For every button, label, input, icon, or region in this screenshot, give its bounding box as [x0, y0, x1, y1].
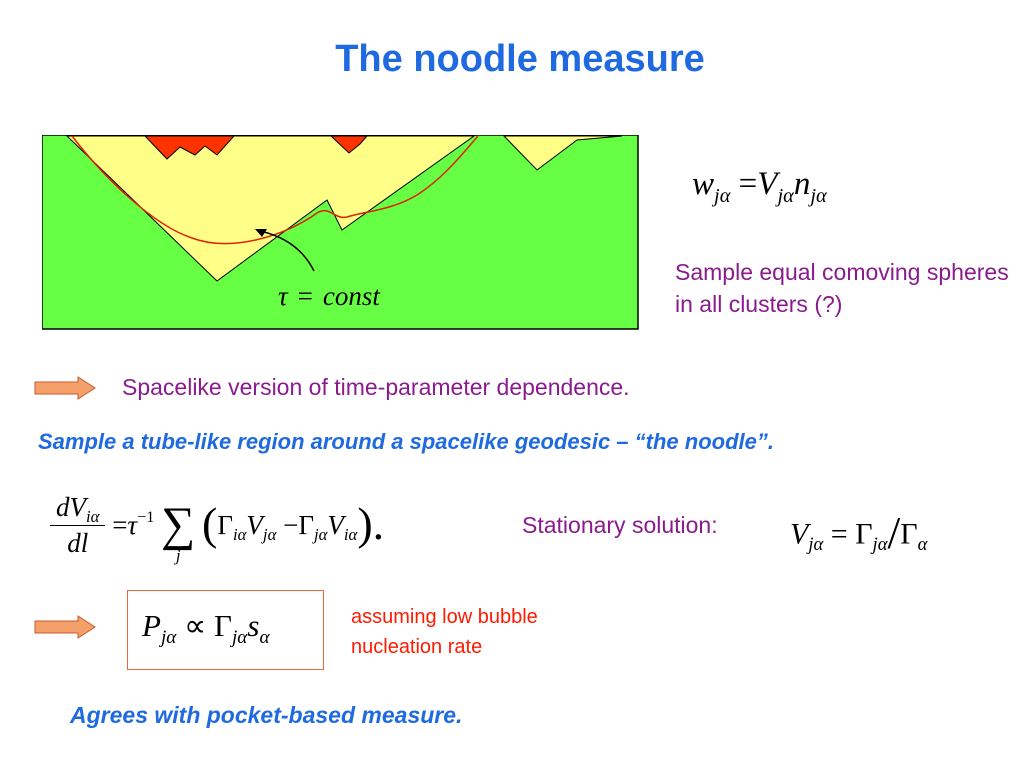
- spacelike-text: Spacelike version of time-parameter depe…: [122, 374, 630, 400]
- noodle-diagram: τ = const: [42, 135, 639, 330]
- minus-symbol: −: [283, 510, 299, 540]
- equals-symbol: =: [738, 166, 758, 202]
- annotation-arrowhead-icon: [255, 229, 267, 237]
- gamma-subscript: jα: [231, 627, 248, 649]
- weight-equation: wjα =Vjαnjα: [692, 166, 827, 207]
- bubble-region-middle: [329, 135, 369, 154]
- tau-const-label: τ = const: [278, 281, 381, 311]
- gamma-v-term-2: ΓjαViα: [298, 510, 358, 545]
- gamma-symbol: Γ: [214, 608, 232, 643]
- right-arrow-icon: [34, 615, 96, 639]
- proportional-symbol: ∝: [184, 608, 207, 643]
- slide-title: The noodle measure: [335, 38, 705, 80]
- p-subscript: jα: [160, 627, 177, 649]
- stationary-label: Stationary solution:: [522, 512, 718, 538]
- right-arrow-icon: [34, 376, 96, 400]
- gamma-subscript: jα: [872, 534, 888, 556]
- s-symbol: s: [247, 608, 260, 643]
- note-equal-spheres: Sample equal comoving spheres in all clu…: [675, 259, 1009, 317]
- annotation-pointer: [259, 230, 315, 272]
- close-paren: ).: [357, 498, 385, 549]
- stationary-equation: Vjα = Γjα/Γα: [790, 507, 928, 563]
- fraction-denominator: dl: [67, 528, 89, 558]
- v-symbol: V: [790, 517, 809, 551]
- sum-symbol: ∑j: [161, 497, 196, 565]
- divide-slash: /: [887, 507, 901, 558]
- assumption-note: assuming low bubble nucleation rate: [351, 606, 538, 658]
- probability-box: [127, 590, 324, 670]
- n-subscript: jα: [810, 184, 827, 207]
- w-subscript: jα: [714, 184, 731, 207]
- fraction-numerator: dViα: [56, 492, 100, 527]
- p-symbol: P: [142, 608, 161, 643]
- conclusion-text: Agrees with pocket-based measure.: [70, 702, 463, 728]
- tau-symbol: τ: [278, 281, 289, 311]
- probability-equation: Pjα ∝ Γjαsα: [142, 608, 270, 648]
- equals-symbol: =: [112, 510, 128, 540]
- fraction-bar: [50, 525, 106, 526]
- s-subscript: α: [259, 627, 270, 649]
- v-subscript: jα: [777, 184, 794, 207]
- bubble-region-left: [143, 135, 236, 160]
- rate-equation: dViα dl =τ−1 ∑j (ΓiαVjα −ΓjαViα).: [50, 492, 385, 564]
- gamma-symbol-2: Γ: [900, 517, 918, 551]
- n-symbol: n: [793, 166, 811, 202]
- v-symbol: V: [757, 166, 778, 202]
- gamma-v-term-1: ΓiαVjα: [217, 510, 277, 545]
- const-text: const: [323, 281, 381, 311]
- equals-symbol: =: [298, 281, 313, 311]
- gamma-subscript-2: α: [917, 534, 928, 556]
- v-subscript: jα: [808, 534, 824, 556]
- gamma-symbol: Γ: [855, 517, 873, 551]
- tau-symbol: τ−1: [127, 507, 155, 540]
- open-paren: (: [202, 498, 218, 549]
- pocket-region-small: [502, 135, 623, 171]
- tube-sampling-text: Sample a tube-like region around a space…: [38, 429, 774, 454]
- equals-symbol: =: [830, 517, 848, 551]
- dv-dl-fraction: dViα dl: [50, 492, 106, 559]
- tau-const-curve: [71, 135, 479, 245]
- w-symbol: w: [692, 166, 715, 202]
